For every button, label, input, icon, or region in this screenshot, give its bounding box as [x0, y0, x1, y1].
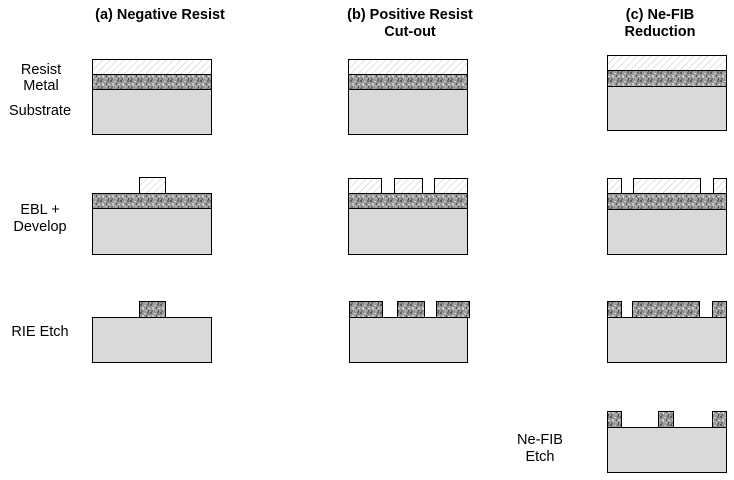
- a1-substrate: [92, 89, 212, 135]
- column-title-negative-resist: (a) Negative Resist: [60, 7, 260, 24]
- b3-metal-left: [349, 301, 383, 318]
- c4-metal-right: [712, 411, 727, 428]
- c1-metal: [607, 70, 727, 87]
- b3-metal-right: [436, 301, 470, 318]
- b2-resist-mid: [394, 178, 423, 194]
- a2-substrate: [92, 208, 212, 255]
- c4-metal-mid: [658, 411, 674, 428]
- b2-resist-left: [348, 178, 382, 194]
- b1-resist: [348, 59, 468, 75]
- b2-resist-right: [434, 178, 468, 194]
- c3-metal-left: [607, 301, 622, 318]
- a1-metal: [92, 74, 212, 90]
- c2-resist-left: [607, 178, 622, 194]
- column-title-ne-fib-reduction: (c) Ne-FIB Reduction: [595, 7, 725, 41]
- label-nefib-line2: Etch: [525, 449, 555, 465]
- column-title-c-line2: Reduction: [624, 24, 696, 40]
- b2-metal: [348, 193, 468, 209]
- c2-resist-mid: [633, 178, 701, 194]
- b2-substrate: [348, 208, 468, 255]
- c2-resist-right: [713, 178, 727, 194]
- column-title-a-line1: (a) Negative Resist: [95, 7, 225, 23]
- label-ne-fib-etch: Ne-FIB Etch: [500, 432, 580, 466]
- c1-substrate: [607, 86, 727, 131]
- a3-metal-line: [139, 301, 166, 318]
- label-rie-etch: RIE Etch: [11, 324, 69, 340]
- a3-substrate: [92, 317, 212, 363]
- label-nefib-line1: Ne-FIB: [517, 432, 563, 448]
- c4-metal-left: [607, 411, 622, 428]
- c3-metal-right: [712, 301, 727, 318]
- b1-substrate: [348, 89, 468, 135]
- c4-substrate: [607, 427, 727, 473]
- label-ebl-develop: EBL + Develop: [4, 202, 76, 236]
- label-ebl-line2: Develop: [13, 219, 67, 235]
- label-resist: Resist: [20, 62, 62, 78]
- c1-resist: [607, 55, 727, 71]
- c2-metal: [607, 193, 727, 210]
- c3-metal-mid: [632, 301, 700, 318]
- column-title-b-line1: (b) Positive Resist: [347, 7, 473, 23]
- c3-substrate: [607, 317, 727, 363]
- b3-metal-mid: [397, 301, 425, 318]
- column-title-c-line1: (c) Ne-FIB: [625, 7, 695, 23]
- b3-substrate: [349, 317, 468, 363]
- c2-substrate: [607, 209, 727, 255]
- a2-metal: [92, 193, 212, 209]
- a1-resist: [92, 59, 212, 75]
- column-title-positive-resist: (b) Positive Resist Cut-out: [320, 7, 500, 41]
- b1-metal: [348, 74, 468, 90]
- a2-resist-block: [139, 177, 166, 194]
- column-title-b-line2: Cut-out: [384, 24, 436, 40]
- label-ebl-line1: EBL +: [20, 202, 60, 218]
- label-metal: Metal: [23, 78, 59, 94]
- label-substrate: Substrate: [8, 103, 72, 119]
